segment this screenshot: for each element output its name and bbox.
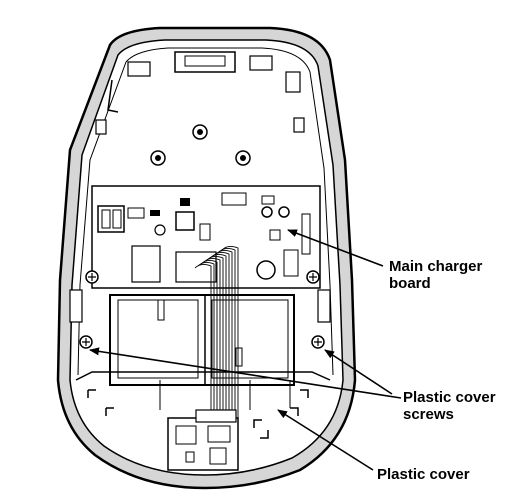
corner-screws xyxy=(79,270,325,349)
arrow-main-charger-board xyxy=(287,229,384,267)
mounting-holes xyxy=(150,124,251,166)
label-plastic-cover-screws: Plastic cover screws xyxy=(403,389,496,423)
battery-compartment xyxy=(69,289,331,386)
ribbon-cable xyxy=(194,245,239,420)
label-plastic-cover-screws-line-2: screws xyxy=(403,406,454,423)
callout-arrows xyxy=(89,229,402,471)
arrow-plastic-cover xyxy=(277,409,374,471)
arrow-screw-left xyxy=(89,347,402,399)
charger-board xyxy=(91,185,321,289)
plastic-cover-outline xyxy=(75,371,331,471)
arrow-screw-right xyxy=(324,349,393,395)
label-main-charger-board-line-1: Main charger xyxy=(389,258,483,275)
label-plastic-cover-screws-line-1: Plastic cover xyxy=(403,389,496,406)
label-plastic-cover: Plastic cover xyxy=(377,466,470,483)
label-main-charger-board-line-2: board xyxy=(389,275,431,292)
label-main-charger-board: Main charger board xyxy=(389,258,482,292)
